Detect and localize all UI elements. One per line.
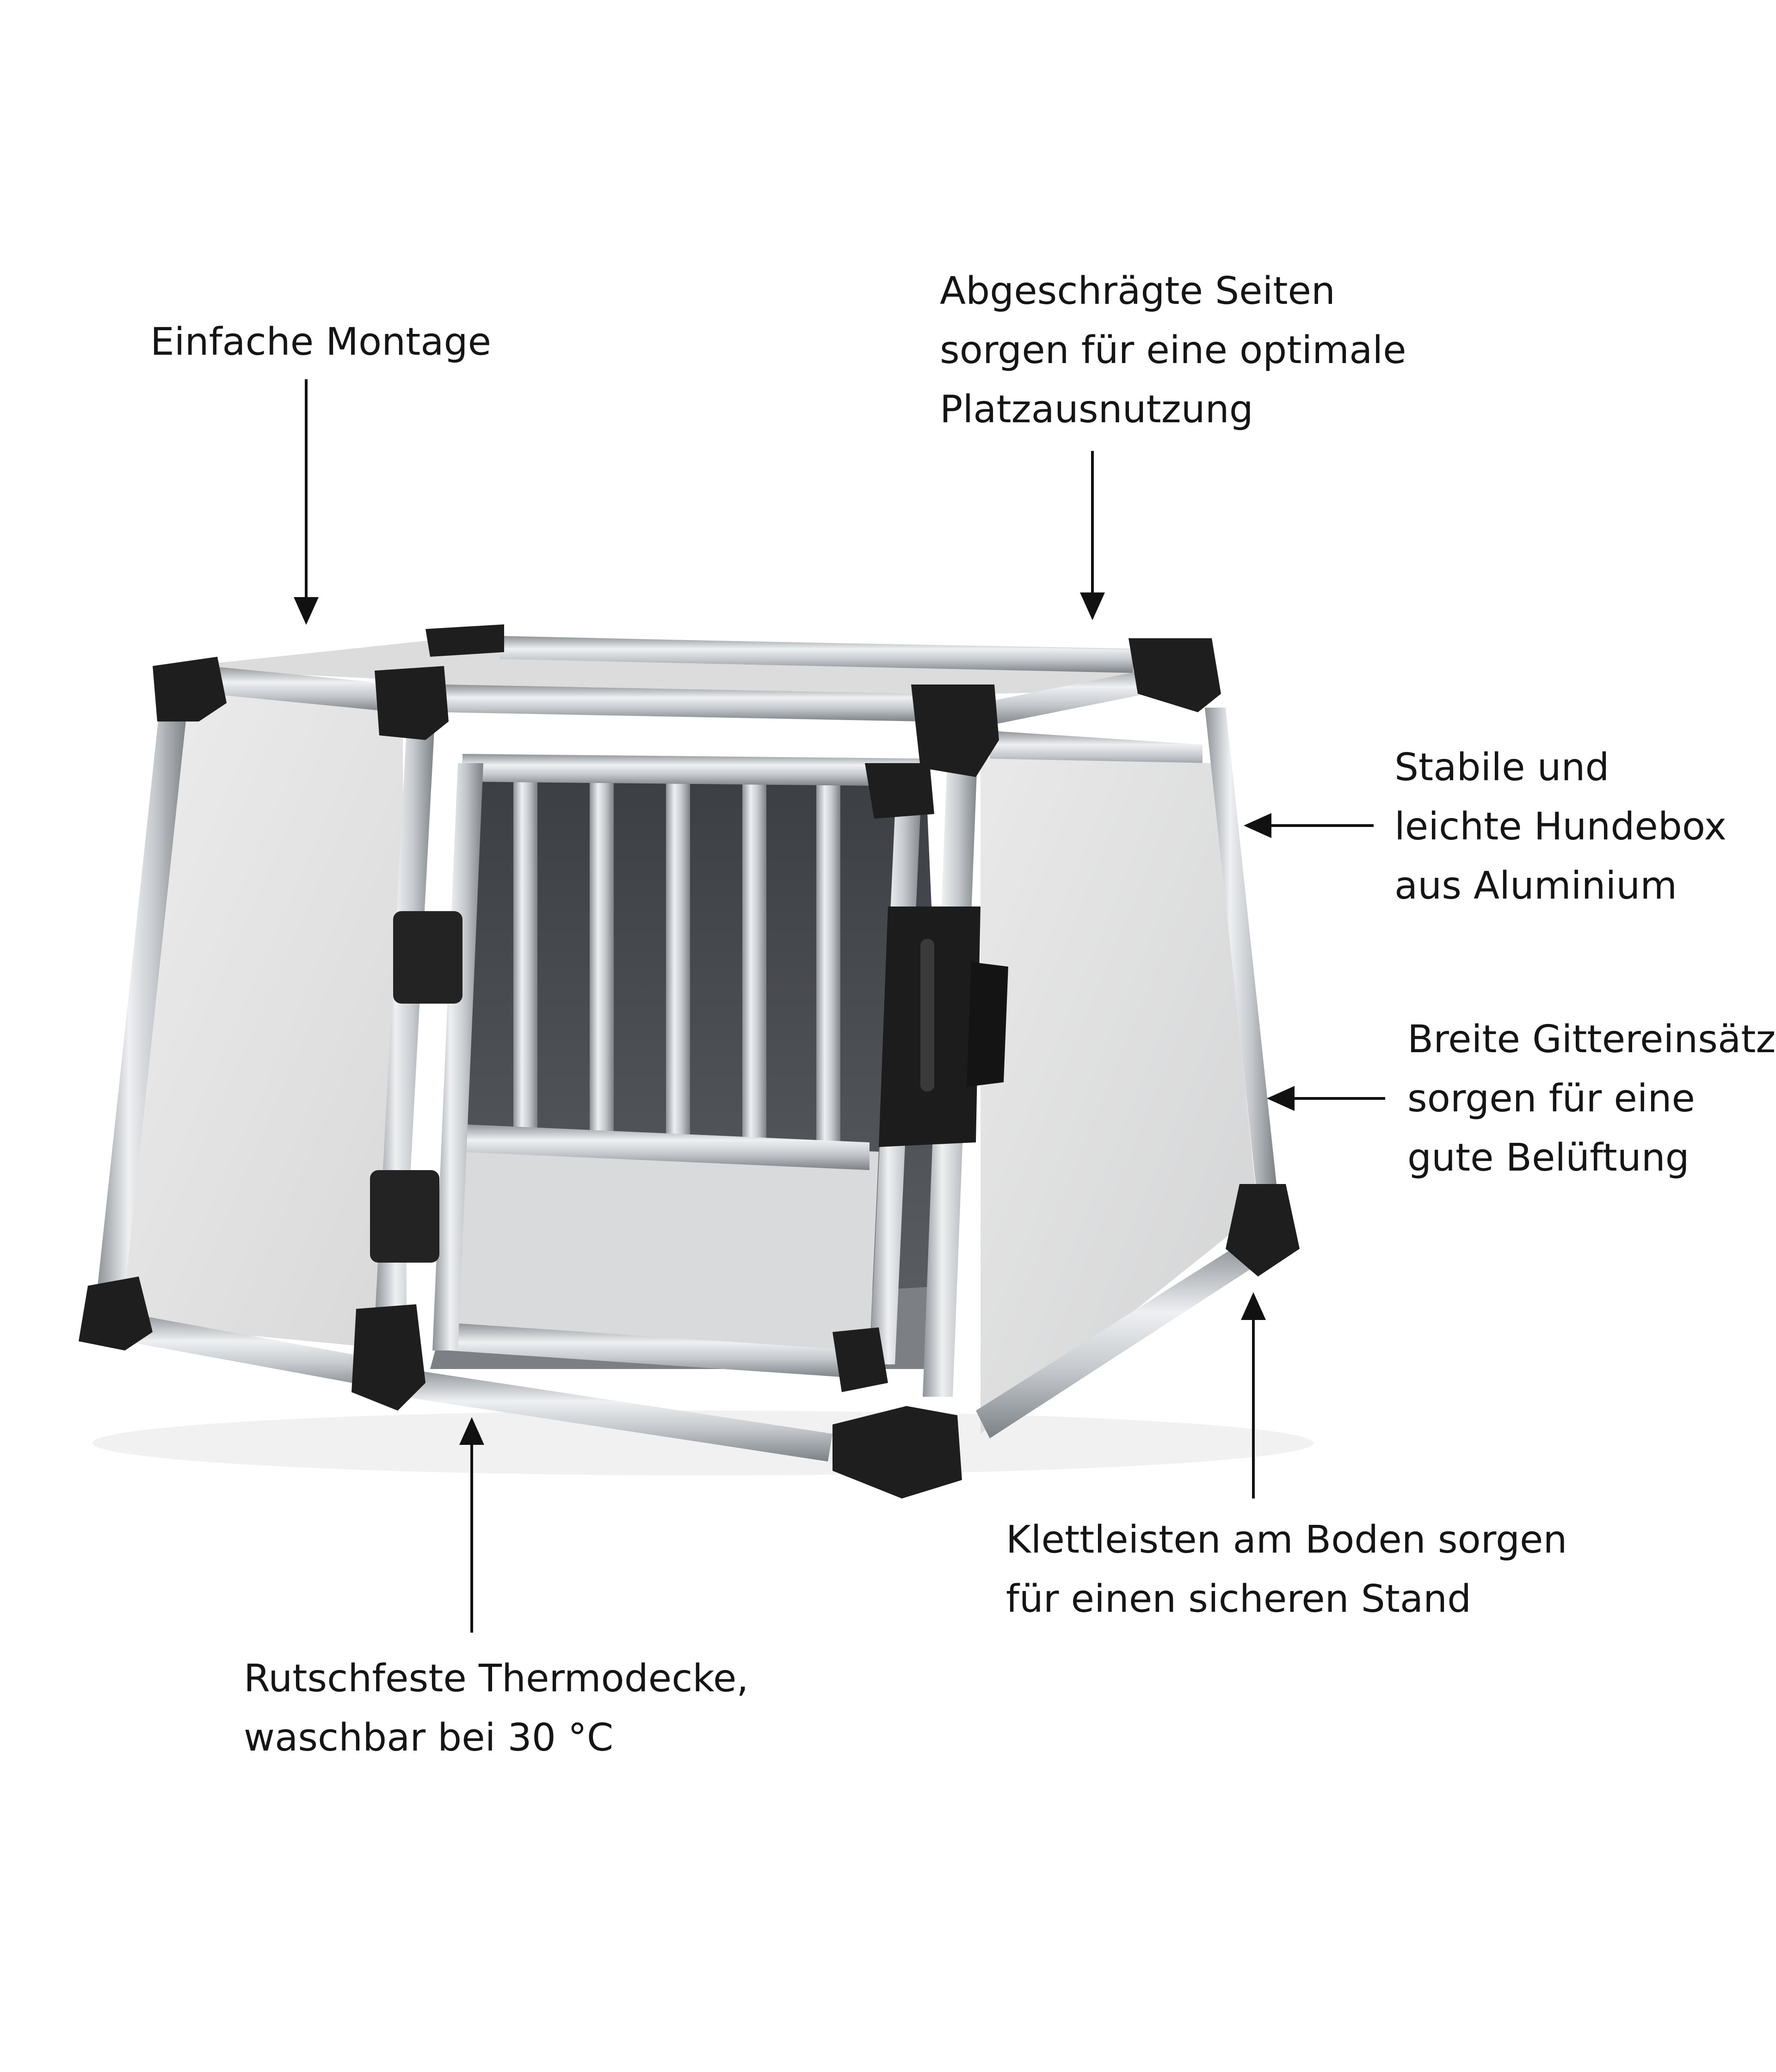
- top-front-rail: [444, 684, 925, 722]
- door-bar: [816, 777, 840, 1152]
- right-side-panel: [980, 758, 1258, 1434]
- corner-connector: [79, 1276, 153, 1350]
- bottom-right-rail: [976, 1244, 1253, 1438]
- corner-connector: [352, 1304, 426, 1411]
- door-bar: [513, 777, 537, 1138]
- bottom-front-rail: [402, 1369, 832, 1462]
- corner-connector: [1128, 638, 1221, 712]
- callout-line: gute Belüftung: [1407, 1136, 1690, 1180]
- callout-line: leichte Hundebox: [1394, 805, 1727, 849]
- callout-line: Abgeschrägte Seiten: [940, 269, 1335, 313]
- callout-line: Platzausnutzung: [940, 388, 1253, 432]
- callout-klett: Klettleisten am Boden sorgen für einen s…: [1006, 1511, 1567, 1629]
- corner-connector: [832, 1327, 888, 1392]
- door-bar: [666, 777, 690, 1142]
- floor-shadow: [92, 1411, 1314, 1475]
- corner-connector: [865, 763, 934, 819]
- callout-line: Rutschfeste Thermodecke,: [244, 1657, 749, 1701]
- door-bottom-rail: [449, 1323, 860, 1378]
- bottom-left-rail: [125, 1314, 407, 1392]
- door-bars: [513, 777, 840, 1152]
- callout-line: Stabile und: [1394, 746, 1610, 789]
- corner-connector: [911, 684, 999, 777]
- callout-decke: Rutschfeste Thermodecke, waschbar bei 30…: [244, 1649, 748, 1768]
- callout-seiten: Abgeschrägte Seiten sorgen für eine opti…: [940, 262, 1406, 439]
- top-right-rail: [980, 666, 1170, 726]
- corner-connector: [153, 657, 227, 722]
- callout-line: sorgen für eine: [1407, 1077, 1695, 1121]
- crate-illustration: [79, 624, 1314, 1498]
- door-left-post: [432, 763, 483, 1350]
- corner-connector: [426, 624, 504, 657]
- corner-connector: [832, 1406, 962, 1498]
- callout-line: für einen sicheren Stand: [1006, 1577, 1472, 1621]
- callout-gitter: Breite Gittereinsätze sorgen für eine gu…: [1407, 1010, 1776, 1188]
- top-front-rail: [208, 666, 398, 712]
- back-right-post: [1205, 708, 1276, 1184]
- corner-connector: [1226, 1184, 1300, 1276]
- door-lower-panel: [449, 1138, 879, 1355]
- top-back-rail: [500, 636, 1133, 673]
- door-mid-rail: [453, 1124, 870, 1170]
- door-hinge: [370, 1170, 439, 1263]
- door-bar: [742, 777, 766, 1147]
- front-left-post: [97, 708, 187, 1290]
- door-bar: [590, 777, 614, 1138]
- door-latch: [879, 906, 1008, 1147]
- door-hinge: [393, 911, 462, 1004]
- door-top-rail: [462, 754, 920, 786]
- callout-line: Klettleisten am Boden sorgen: [1006, 1518, 1567, 1562]
- corner-connector: [375, 666, 449, 740]
- callout-line: waschbar bei 30 °C: [244, 1716, 614, 1760]
- callout-line: sorgen für eine optimale: [940, 328, 1406, 372]
- callout-arrows: [294, 379, 1385, 1633]
- left-side-panel: [116, 689, 407, 1350]
- callout-line: Breite Gittereinsätze: [1407, 1018, 1776, 1061]
- callout-stabil: Stabile und leichte Hundebox aus Alumini…: [1394, 738, 1727, 916]
- callout-montage: Einfache Montage: [150, 313, 491, 372]
- callout-line: Einfache Montage: [150, 320, 492, 364]
- callout-line: aus Aluminium: [1394, 864, 1677, 908]
